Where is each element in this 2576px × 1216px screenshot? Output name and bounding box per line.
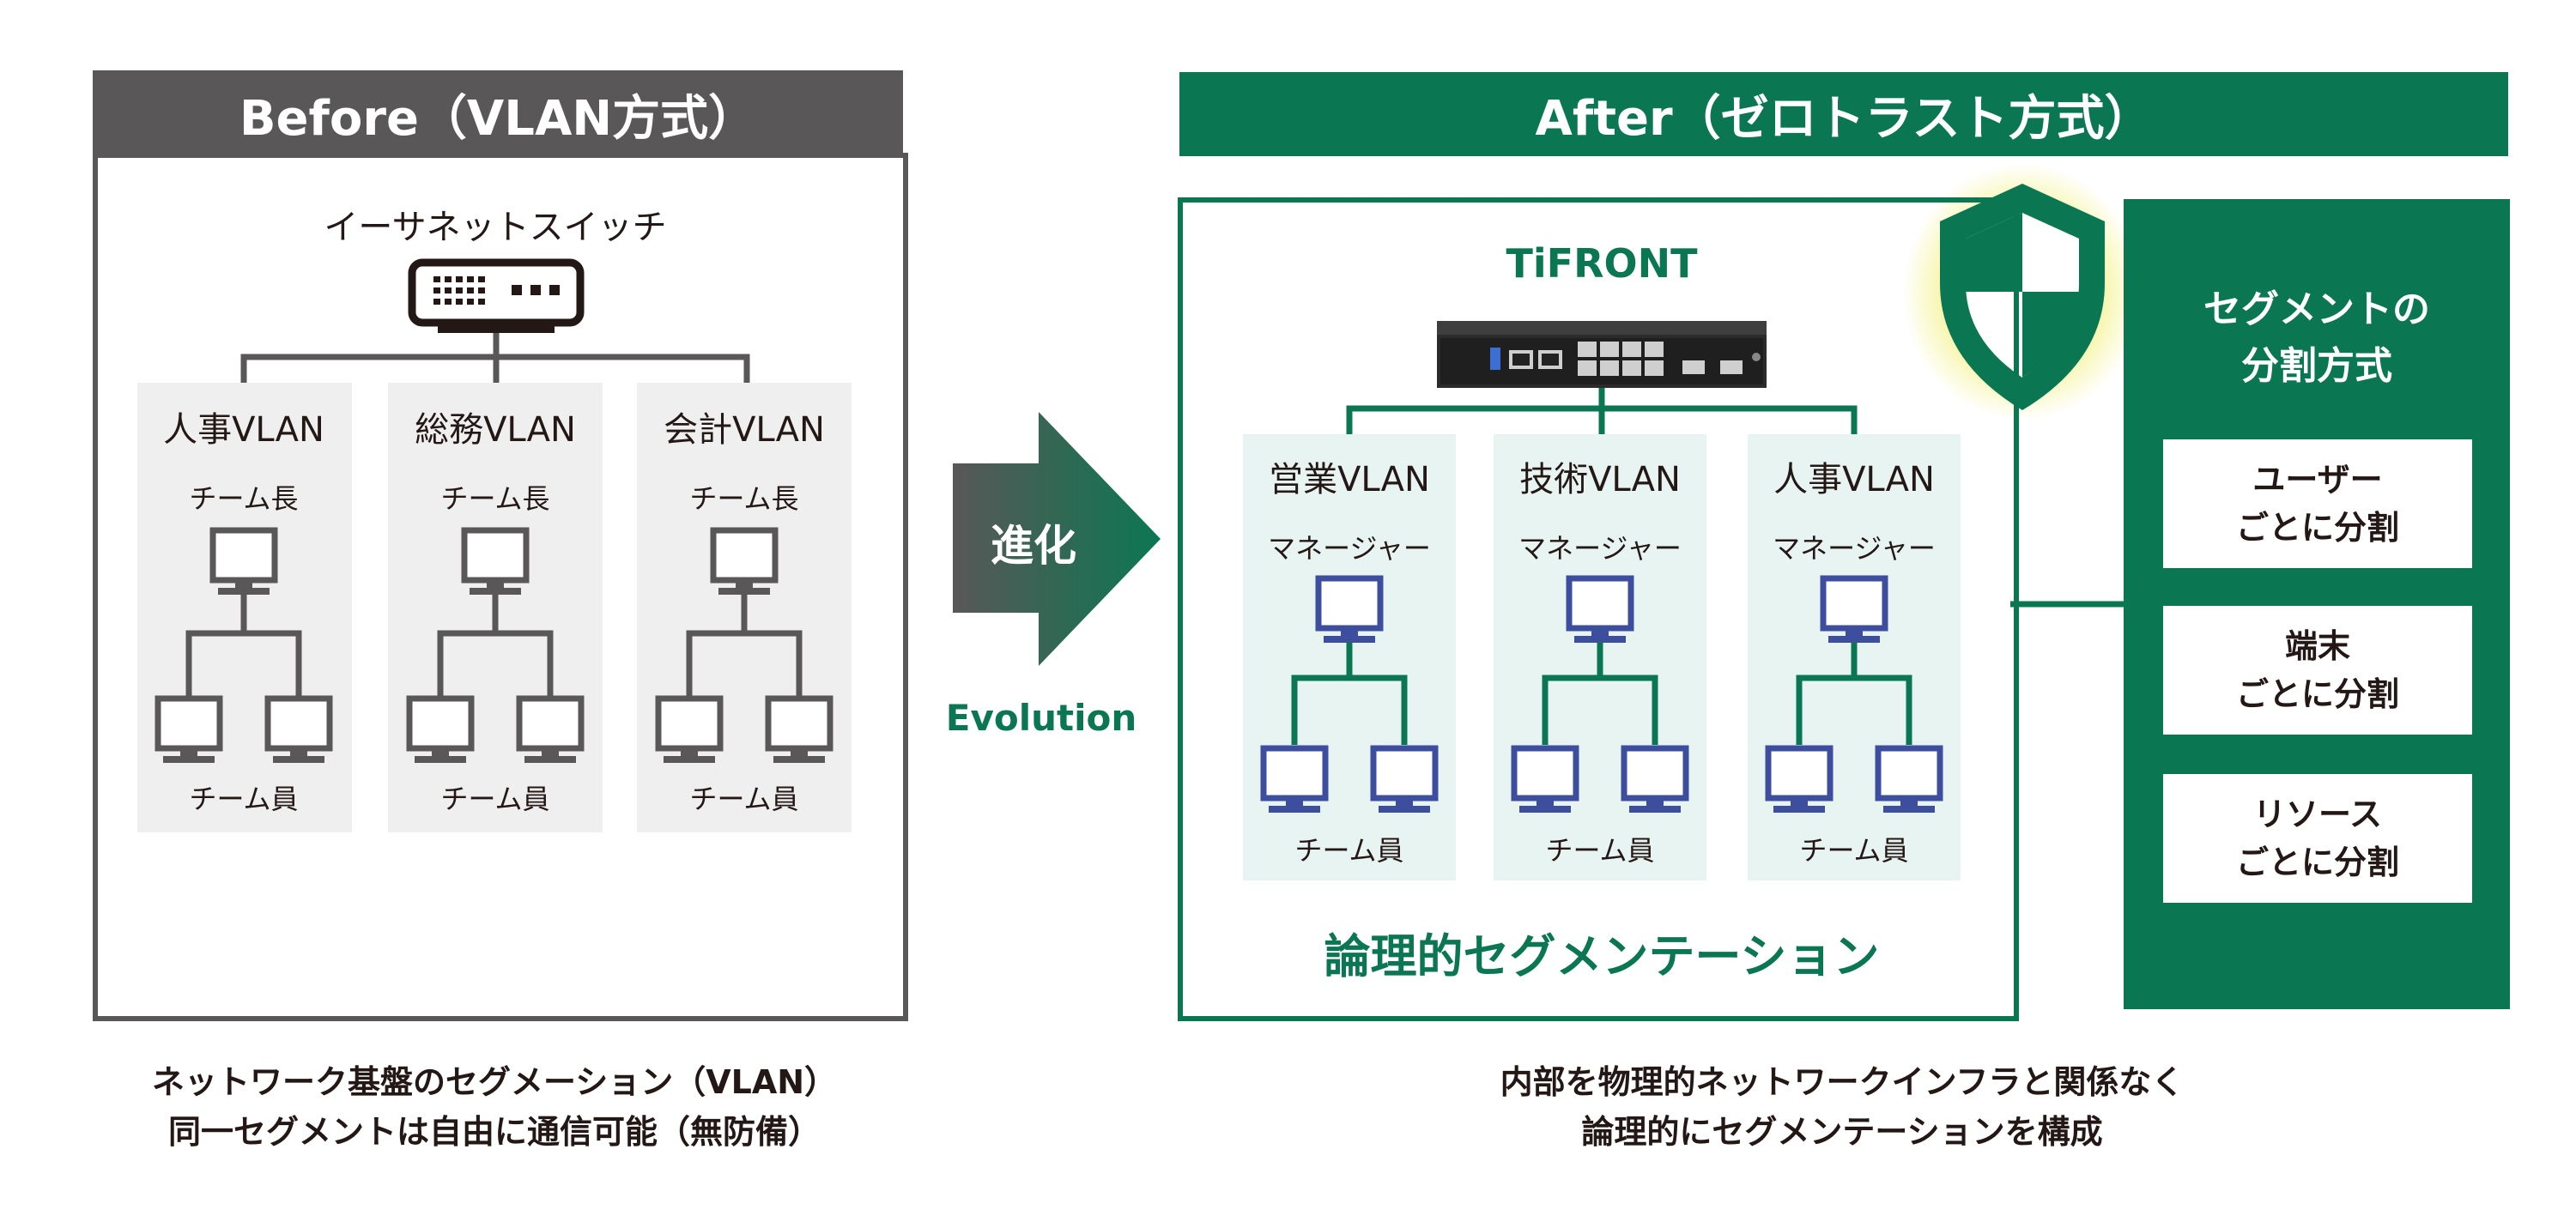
logical-segmentation-label: 論理的セグメンテーション [1324,929,1880,983]
segment-option-line-1: 端末 [2284,627,2350,665]
after-network-lines [1291,388,2124,745]
vlan-manager-label-2: マネージャー [1518,532,1682,565]
member-monitor-icon [1624,748,1686,813]
segment-option-user: ユーザー ごとに分割 [2163,439,2472,568]
before-network-lines [185,333,803,699]
evolution-arrow-icon [953,412,1161,666]
member-monitor-icon [1373,748,1435,813]
before-frame [93,153,908,1021]
manager-monitor-icon-3 [1823,578,1885,643]
after-caption: 内部を物理的ネットワークインフラと関係なく 論理的にセグメンテーションを構成 [1500,1057,2185,1157]
vlan-members-label-2: チーム員 [1545,834,1655,867]
segment-option-line-1: ユーザー [2252,461,2383,499]
dept-name-1: 人事VLAN [163,410,324,450]
manager-monitor-icon-1 [1318,578,1380,643]
segment-panel-title-line-2: 分割方式 [2241,344,2392,388]
segment-panel-title: セグメントの 分割方式 [2203,281,2430,395]
before-header-text: Before（VLAN方式） [239,90,757,147]
member-monitor-icon [1514,748,1576,813]
vlan-manager-label-1: マネージャー [1268,532,1431,565]
dept-members-label-2: チーム員 [440,783,550,815]
shield-icon [1940,184,2105,410]
evolution-arrow-label: 進化 [991,521,1076,571]
segment-option-resource: リソース ごとに分割 [2163,774,2472,903]
vlan-members-label-1: チーム員 [1294,834,1404,867]
vlan-name-2: 技術VLAN [1519,460,1681,499]
tifront-device-icon [1437,321,1767,388]
manager-monitor-icon-2 [1569,578,1631,643]
dept-leader-label-2: チーム長 [440,482,550,515]
segment-option-line-2: ごとに分割 [2235,675,2399,713]
member-monitor-icon [1878,748,1940,813]
segment-option-line-2: ごとに分割 [2235,509,2399,547]
after-caption-line-1: 内部を物理的ネットワークインフラと関係なく [1500,1063,2185,1101]
before-header: Before（VLAN方式） [93,70,903,158]
member-monitor-icon [1264,748,1325,813]
vlan-members-label-3: チーム員 [1799,834,1909,867]
dept-name-3: 会計VLAN [664,410,825,450]
before-caption-line-2: 同一セグメントは自由に通信可能（無防備） [167,1113,821,1151]
switch-label: イーサネットスイッチ [324,208,667,247]
dept-leader-label-3: チーム長 [689,482,799,515]
dept-name-2: 総務VLAN [415,410,576,450]
member-monitor-icon [1768,748,1830,813]
dept-members-label-3: チーム員 [689,783,799,815]
segment-panel-title-line-1: セグメントの [2203,287,2430,331]
dept-members-label-1: チーム員 [189,783,299,815]
after-header-text: After（ゼロトラスト方式） [1535,90,2153,147]
vlan-name-1: 営業VLAN [1269,460,1430,499]
after-frame [1178,197,2019,1021]
after-header: After（ゼロトラスト方式） [1179,72,2508,156]
after-caption-line-2: 論理的にセグメンテーションを構成 [1581,1113,2103,1151]
segment-option-line-1: リソース [2252,796,2383,833]
ethernet-switch-icon [408,258,585,333]
before-caption-line-1: ネットワーク基盤のセグメーション（VLAN） [151,1063,838,1101]
tifront-brand-label: TiFRONT [1506,240,1698,287]
evolution-sub-label: Evolution [945,697,1137,739]
segment-option-line-2: ごとに分割 [2235,844,2399,881]
dept-leader-label-1: チーム長 [189,482,299,515]
segment-option-device: 端末 ごとに分割 [2163,606,2472,735]
vlan-manager-label-3: マネージャー [1773,532,1936,565]
vlan-name-3: 人事VLAN [1773,460,1935,499]
before-caption: ネットワーク基盤のセグメーション（VLAN） 同一セグメントは自由に通信可能（無… [152,1057,837,1157]
